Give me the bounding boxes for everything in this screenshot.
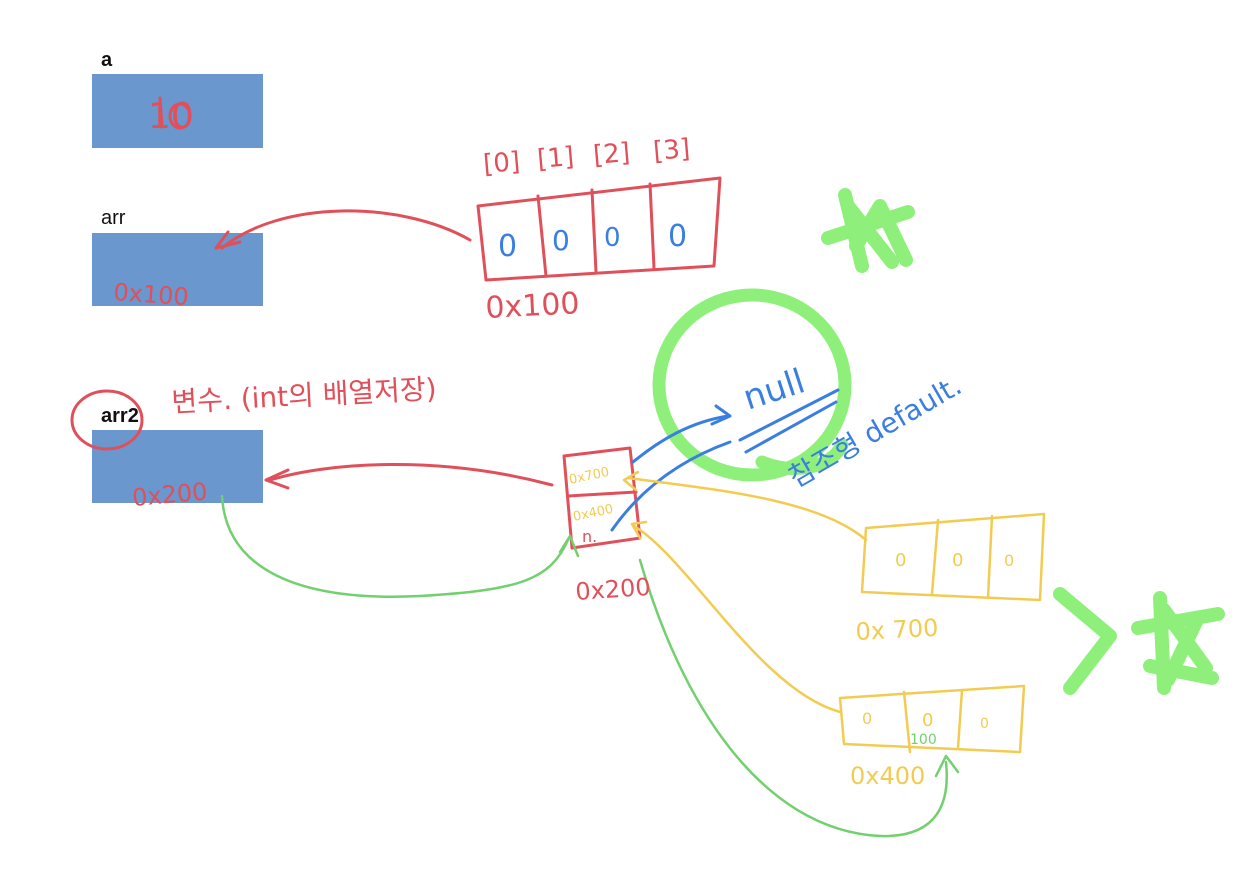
- arr2-note: 변수. (int의 배열저장): [171, 372, 438, 419]
- var-a-value: 10: [148, 96, 194, 137]
- arrow-to-null-2: [610, 440, 732, 532]
- arr400-cell-2: 0: [980, 716, 989, 732]
- array-0x400-address: 0x400: [850, 762, 925, 790]
- arr-index-2: [2]: [592, 138, 631, 171]
- yellow-annotations: [622, 470, 1046, 754]
- highlight-circle-tail: [755, 438, 849, 475]
- arr-index-3: [3]: [652, 134, 691, 167]
- var-arr2-box: [92, 430, 263, 503]
- arrow-0x100-to-arr: [220, 209, 472, 250]
- array-arr2-address: 0x200: [574, 573, 651, 606]
- var-a-box: [92, 74, 263, 148]
- arr-cell-0: 0: [498, 229, 517, 264]
- arr2-annotations: [70, 389, 642, 550]
- array-arr-frame: [214, 176, 722, 282]
- var-a-label: a: [101, 49, 113, 71]
- arrow-0x400: [632, 524, 842, 714]
- highlight-circle: [652, 288, 852, 482]
- arr2-cell-1: 0x400: [572, 502, 615, 525]
- arrow-0x200-to-0x400: [638, 558, 948, 838]
- arr2-cell-0: 0x700: [568, 465, 611, 488]
- arr2-cell-2: n.: [582, 527, 597, 546]
- arrow-0x700: [626, 476, 868, 542]
- blue-annotations: [610, 388, 840, 532]
- arr400-updated-value: 100: [910, 732, 937, 748]
- var-arr-box: [92, 233, 263, 306]
- arr-index-1: [1]: [536, 142, 575, 175]
- var-arr2-label: arr2: [101, 405, 139, 427]
- var-arr2-value: 0x200: [131, 478, 208, 512]
- array-arr2-frame: [562, 446, 642, 550]
- arrow-arr2-to-0x200: [220, 494, 570, 598]
- arr2-circle-mark: [70, 389, 144, 451]
- arr700-cell-2: 0: [1004, 551, 1014, 570]
- arr-index-0: [0]: [482, 147, 521, 180]
- green-annotations: [220, 494, 960, 838]
- arr400-cell-1: 0: [922, 710, 933, 731]
- array-0x700-frame: [860, 512, 1046, 602]
- arr-cell-3: 0: [668, 219, 687, 254]
- var-arr-value: 0x100: [113, 278, 190, 311]
- arr400-cell-0: 0: [862, 709, 872, 728]
- null-underline: [738, 388, 840, 454]
- arrow-to-null-1: [631, 414, 730, 464]
- var-arr-label: arr: [101, 207, 126, 229]
- var-a-value-mark: [158, 96, 192, 130]
- arr700-cell-0: 0: [895, 550, 906, 571]
- star-mark-top: [821, 188, 915, 273]
- arr-cell-1: 0: [552, 224, 570, 257]
- arr700-cell-1: 0: [952, 550, 963, 571]
- arr-cell-2: 0: [604, 223, 621, 253]
- star-mark-bottom: [1131, 591, 1225, 695]
- array-arr-address: 0x100: [485, 286, 581, 326]
- greater-than-mark: [1053, 587, 1117, 695]
- ref-default-note: 참조형 default.: [783, 369, 967, 494]
- arrow-0x200-to-arr2: [268, 463, 554, 487]
- array-0x700-address: 0x 700: [855, 614, 939, 646]
